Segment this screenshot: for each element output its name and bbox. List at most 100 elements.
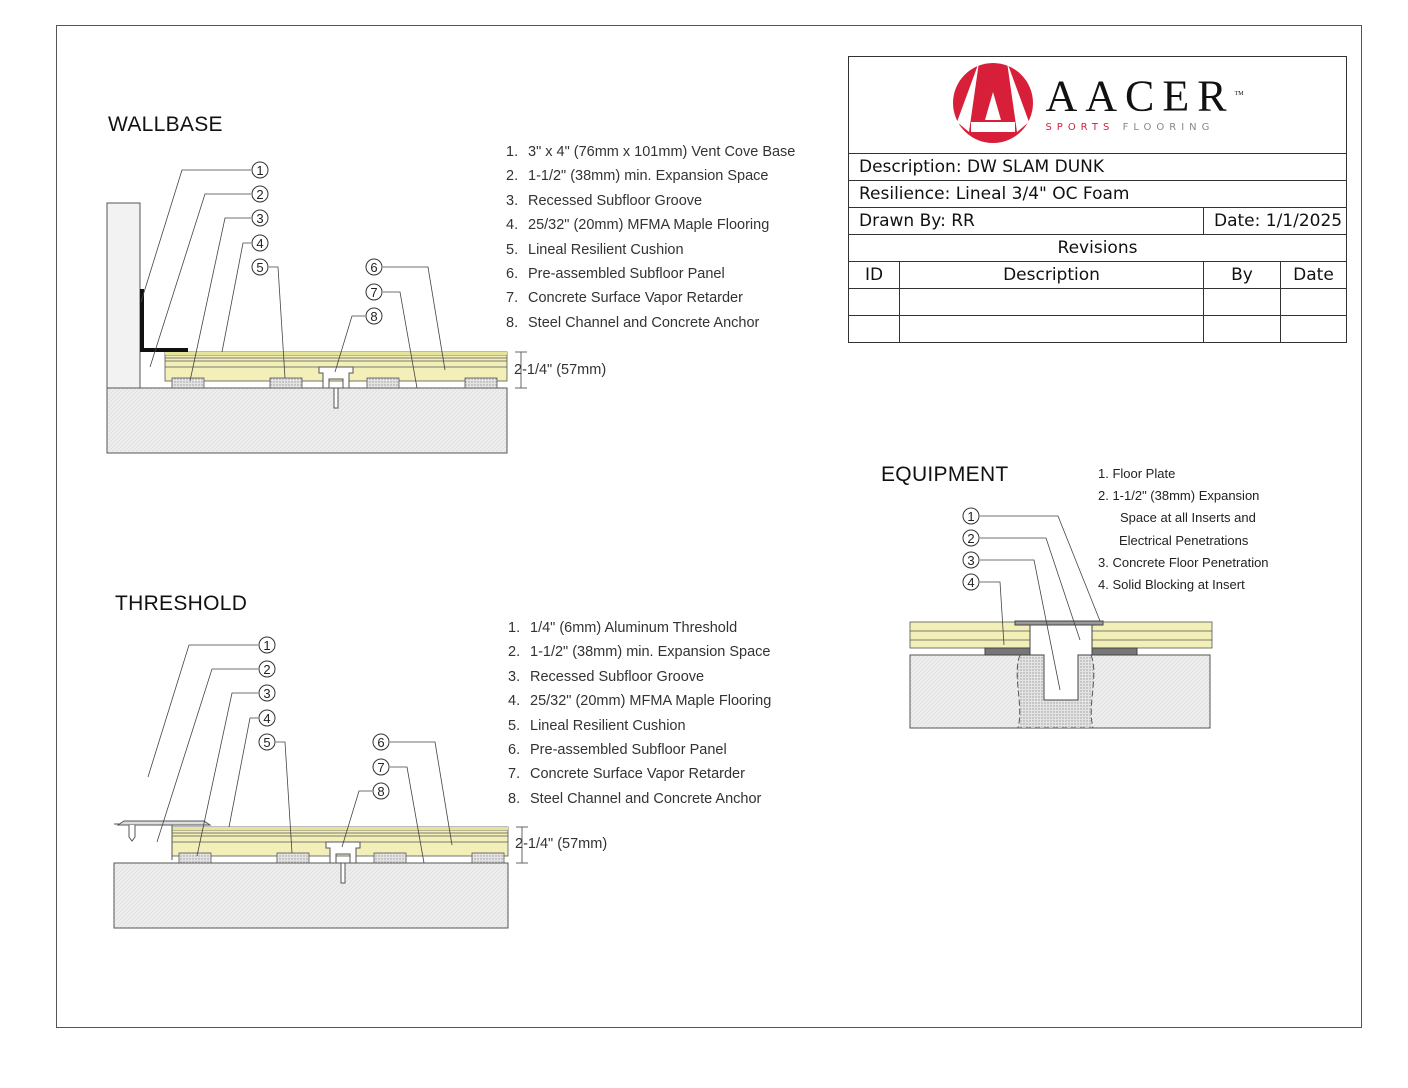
leader-line (390, 766, 425, 864)
tagline-sports: SPORTS (1045, 122, 1115, 134)
note-number: 2. (508, 644, 521, 661)
callout-circle (258, 660, 276, 678)
note-number: 7. (508, 766, 521, 783)
leader-line (149, 193, 251, 368)
sheet-border (56, 25, 1362, 1028)
note-text: 1/4" (6mm) Aluminum Threshold (530, 620, 738, 636)
callout-number: 1 (256, 163, 263, 178)
leader-line (980, 515, 1101, 622)
trademark: TM (1234, 90, 1244, 97)
callout-number: 6 (377, 735, 384, 750)
flooring-left (909, 621, 1031, 649)
leader-line (228, 717, 258, 828)
leader-line (383, 266, 446, 371)
equipment-notes: 1. Floor Plate 2. 1-1/2" (38mm) Expansio… (1098, 466, 1269, 599)
callout-circle (251, 258, 269, 276)
callout-circle (962, 551, 980, 569)
callout-number: 7 (370, 285, 377, 300)
leader-line (276, 741, 293, 854)
note-item: 7. Concrete Surface Vapor Retarder (506, 290, 795, 314)
callout-number: 3 (263, 686, 270, 701)
note-number: 8. (508, 790, 521, 807)
note-number: 6. (506, 265, 519, 282)
note-item: 8. Steel Channel and Concrete Anchor (508, 791, 771, 815)
leader-line (980, 559, 1061, 691)
callout-circle (372, 733, 390, 751)
callout-number: 8 (370, 309, 377, 324)
note-text: Pre-assembled Subfloor Panel (528, 265, 725, 282)
maple-surface (165, 352, 507, 355)
equipment-note: 4. Solid Blocking at Insert (1098, 576, 1245, 592)
note-number: 3. (508, 668, 521, 685)
note-number: 4. (508, 693, 521, 710)
equipment-note: 2. 1-1/2" (38mm) Expansion (1098, 488, 1260, 504)
note-item: 3. Recessed Subfloor Groove (508, 669, 771, 693)
note-item: 6.Pre-assembled Subfloor Panel (508, 742, 771, 766)
callout-circle (251, 234, 269, 252)
callout-circle (258, 709, 276, 727)
note-text: 25/32" (20mm) MFMA Maple Flooring (528, 217, 770, 234)
revisions-label: Revisions (848, 234, 1347, 262)
drawn-by-field: Drawn By: RR (848, 207, 1204, 235)
leader-line (196, 692, 258, 857)
note-text: Concrete Surface Vapor Retarder (530, 766, 745, 783)
note-item: 1.3" x 4" (76mm x 101mm) Vent Cove Base (506, 144, 795, 168)
flooring-right (1091, 621, 1213, 649)
leader-line (980, 581, 1005, 646)
note-number: 1. (506, 144, 519, 160)
aacer-logo: AACERTM SPORTS FLOORING (951, 61, 1244, 144)
revision-row (848, 315, 1347, 343)
note-item: 2. 1-1/2" (38mm) min. Expansion Space (508, 644, 771, 668)
equipment-note: 3. Concrete Floor Penetration (1098, 554, 1269, 570)
threshold-fastener (128, 825, 136, 842)
logo-cell: AACERTM SPORTS FLOORING (848, 56, 1347, 154)
leader-line (189, 217, 251, 382)
callout-circle (251, 185, 269, 203)
concrete-anchor (333, 387, 339, 409)
note-text: 1-1/2" (38mm) min. Expansion Space (530, 644, 771, 661)
concrete-slab (106, 387, 508, 454)
note-text: Recessed Subfloor Groove (530, 668, 705, 685)
note-text: Lineal Resilient Cushion (530, 717, 686, 734)
callout-circle (251, 161, 269, 179)
dimension-line (515, 351, 527, 389)
floor-plate (1014, 620, 1104, 626)
note-text: Lineal Resilient Cushion (528, 241, 684, 258)
callout-circle (962, 507, 980, 525)
callout-number: 6 (370, 260, 377, 275)
callout-circle (258, 733, 276, 751)
note-number: 1. (508, 620, 521, 636)
note-item: 3.Recessed Subfloor Groove (506, 193, 795, 217)
wall (106, 202, 141, 389)
note-number: 4. (506, 217, 519, 234)
date-field: Date: 1/1/2025 (1203, 207, 1347, 235)
note-item: 5.Lineal Resilient Cushion (506, 242, 795, 266)
tagline-flooring: FLOORING (1122, 122, 1215, 134)
equipment-note: 1. Floor Plate (1098, 466, 1176, 481)
solid-blocking (1091, 647, 1138, 656)
callout-number: 2 (263, 662, 270, 677)
cove-base (140, 289, 188, 352)
callout-number: 2 (256, 187, 263, 202)
leader-line (221, 242, 251, 353)
leader-line (390, 741, 453, 846)
callout-circle (962, 573, 980, 591)
resilient-cushion (464, 377, 498, 389)
note-text: Steel Channel and Concrete Anchor (530, 790, 762, 807)
note-item: 5.Lineal Resilient Cushion (508, 718, 771, 742)
note-text: Concrete Surface Vapor Retarder (528, 290, 743, 307)
callout-number: 1 (967, 509, 974, 524)
note-item: 7. Concrete Surface Vapor Retarder (508, 766, 771, 790)
concrete-slab (113, 862, 509, 929)
note-number: 2. (506, 168, 519, 185)
callout-number: 8 (377, 784, 384, 799)
callout-number: 4 (263, 711, 270, 726)
callout-circle (251, 209, 269, 227)
leader-line (156, 668, 258, 843)
note-number: 7. (506, 290, 519, 307)
solid-blocking (984, 647, 1031, 656)
